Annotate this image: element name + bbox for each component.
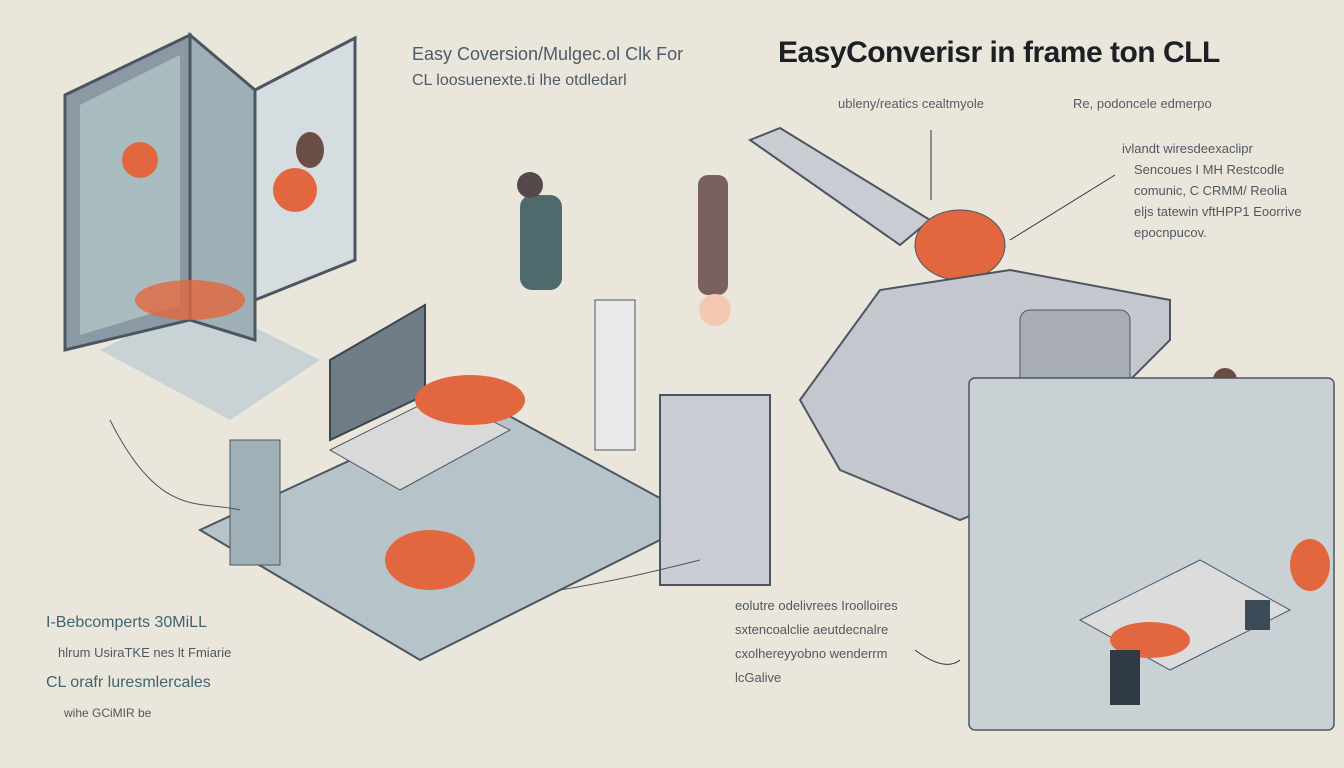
text-line: epocnpucov.: [1134, 225, 1207, 240]
text-line: ivlandt wiresdeexaclipr: [1122, 141, 1253, 156]
callout-top-center: ubleny/reatics cealtmyole: [838, 96, 984, 111]
text-line: comunic, C CRMM/ Reolia: [1134, 183, 1288, 198]
workstation-platform: [109, 299, 771, 662]
callout-top-right: Re, podoncele edmerpo: [1073, 96, 1212, 111]
booth: [63, 31, 357, 420]
center-text-block: eolutre odelivrees Iroolloires sxtencoal…: [735, 594, 898, 690]
text-line: sxtencoalclie aeutdecnalre: [735, 622, 889, 637]
text-line: I-Bebcomperts 30MiLL: [46, 614, 207, 631]
text-line: Sencoues I MH Restcodle: [1134, 162, 1285, 177]
right-text-block: ivlandt wiresdeexaclipr Sencoues I MH Re…: [1122, 138, 1302, 243]
text-line: lcGalive: [735, 670, 782, 685]
office-panel: [914, 377, 1335, 731]
text-line: cxolhereyyobno wenderrm: [735, 646, 888, 661]
text-line: eolutre odelivrees Iroolloires: [735, 598, 898, 613]
text-line: wihe GCiMIR be: [64, 706, 152, 720]
subtitle-line-1: Easy Coversion/Mulgec.ol Clk For: [412, 44, 684, 64]
page-title: EasyConverisr in frame ton CLL: [778, 36, 1220, 69]
text-line: hlrum UsiraTKE nes lt Fmiarie: [58, 645, 232, 660]
subtitle-line-2: CL loosuenexte.ti lhe otdledarl: [412, 72, 627, 89]
text-line: CL orafr luresmlercales: [46, 674, 211, 691]
left-text-block: I-Bebcomperts 30MiLL hlrum UsiraTKE nes …: [46, 608, 231, 728]
text-line: eljs tatewin vftHPP1 Eoorrive: [1134, 204, 1302, 219]
